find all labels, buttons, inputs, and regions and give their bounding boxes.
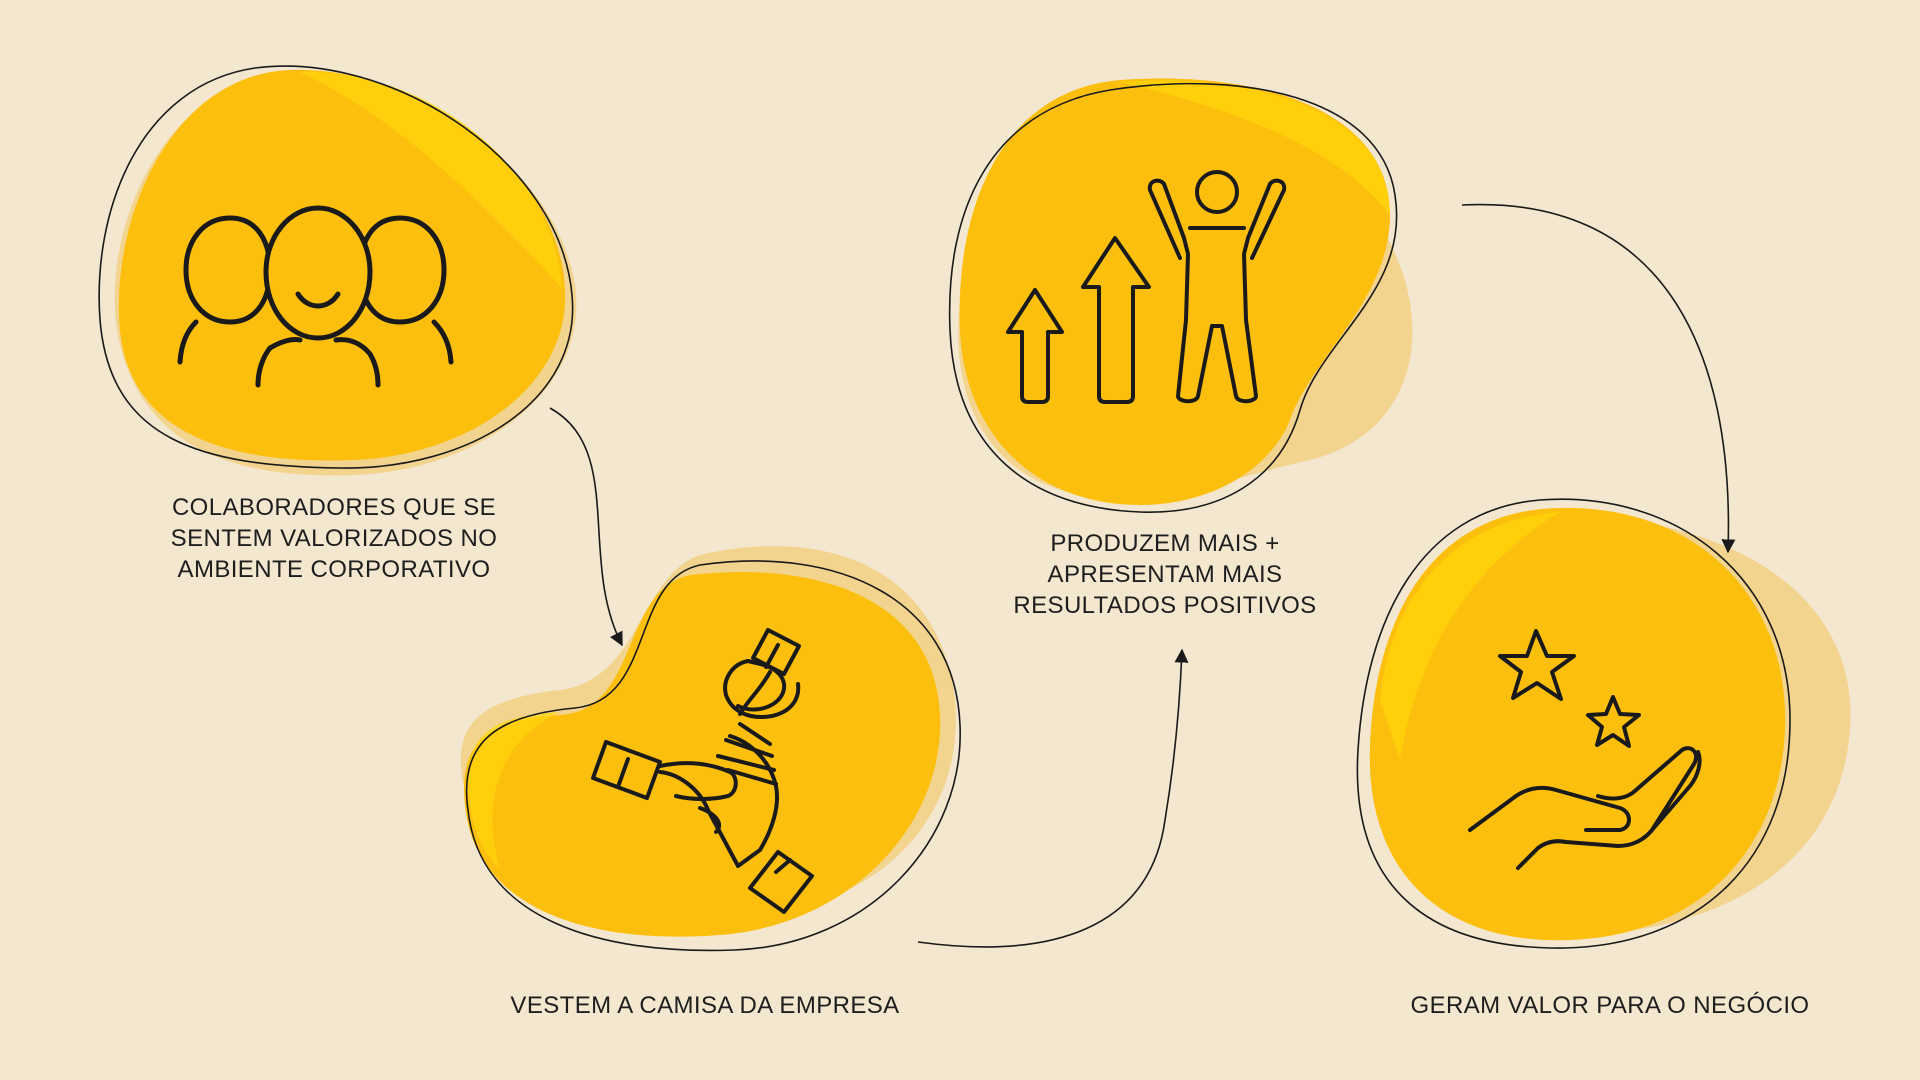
blob-outline: [98, 65, 574, 469]
caption-line: GERAM VALOR PARA O NEGÓCIO: [1410, 992, 1810, 1019]
caption-step-2: VESTEM A CAMISA DA EMPRESA: [480, 990, 930, 1021]
cuff-left: [591, 740, 662, 800]
growth-arrows-person-icon: [1006, 170, 1287, 404]
caption-line: COLABORADORES QUE SE: [171, 494, 497, 521]
caption-step-4: GERAM VALOR PARA O NEGÓCIO: [1380, 990, 1840, 1021]
caption-line: RESULTADOS POSITIVOS: [1013, 592, 1317, 619]
caption-step-3: PRODUZEM MAIS + APRESENTAM MAIS RESULTAD…: [1000, 528, 1330, 621]
blob-highlight: [1120, 80, 1390, 215]
blob-outline: [948, 82, 1398, 513]
caption-line: VESTEM A CAMISA DA EMPRESA: [510, 992, 900, 1019]
caption-line: PRODUZEM MAIS +: [1050, 530, 1280, 557]
hand-stars-icon: [1468, 629, 1702, 870]
cuff-top: [751, 628, 801, 676]
arrow-step3-to-step4: [1461, 203, 1736, 554]
arrow-step1-to-step2: [549, 407, 623, 647]
caption-step-1: COLABORADORES QUE SE SENTEM VALORIZADOS …: [160, 492, 508, 585]
blob-highlight: [468, 712, 560, 870]
arrow-step2-to-step3: [917, 648, 1189, 948]
step-4-blob: [1356, 498, 1851, 949]
caption-line: APRESENTAM MAIS: [1047, 561, 1283, 588]
blob-fill: [1369, 507, 1786, 941]
blob-outline: [465, 560, 961, 952]
blob-highlight: [1380, 512, 1560, 760]
step-3-blob: [948, 78, 1413, 513]
caption-line: SENTEM VALORIZADOS NO: [170, 525, 498, 552]
blob-highlight: [300, 71, 562, 289]
team-people-icon: [177, 205, 454, 388]
stacked-hands-icon: [591, 628, 814, 914]
blob-outline: [1356, 498, 1791, 949]
cuff-bottom: [748, 850, 814, 914]
caption-line: AMBIENTE CORPORATIVO: [177, 556, 491, 583]
